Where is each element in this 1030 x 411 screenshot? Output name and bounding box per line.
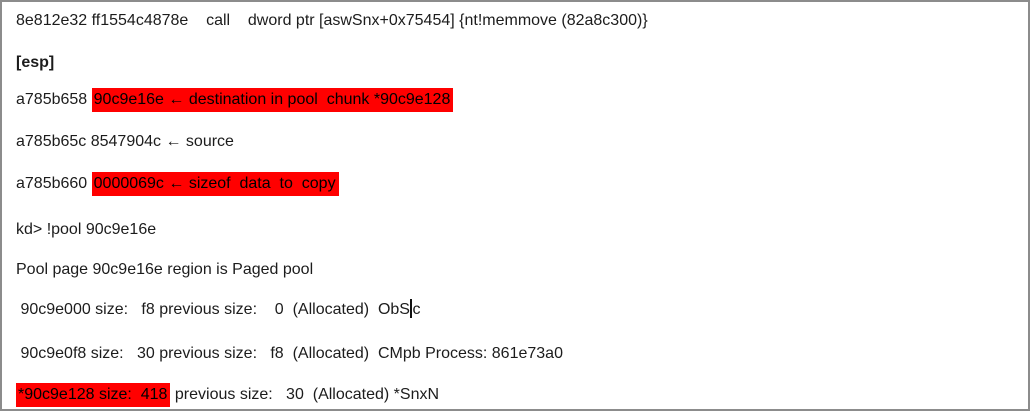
- output-line: *90c9e128 size: 418 previous size: 30 (A…: [16, 383, 1024, 407]
- output-line: kd> !pool 90c9e16e: [16, 219, 1024, 241]
- highlighted-text: 90c9e16e ← destination in pool chunk *90…: [91, 88, 454, 112]
- output-text: a785b658: [16, 91, 92, 108]
- highlighted-text: *90c9e128 size: 418: [16, 383, 171, 407]
- output-line: a785b658 90c9e16e ← destination in pool …: [16, 88, 1024, 112]
- output-line: 8e812e32 ff1554c4878e call dword ptr [as…: [16, 10, 1024, 32]
- output-text: 90c9e000 size: f8 previous size: 0 (Allo…: [16, 301, 410, 318]
- output-line: a785b65c 8547904c ← source: [16, 131, 1024, 153]
- highlighted-text: 0000069c ← sizeof data to copy: [91, 172, 339, 196]
- output-text: 90c9e0f8 size: 30 previous size: f8 (All…: [16, 345, 563, 362]
- output-text: a785b660: [16, 175, 92, 192]
- output-line: Pool page 90c9e16e region is Paged pool: [16, 259, 1024, 281]
- output-text: Pool page 90c9e16e region is Paged pool: [16, 261, 314, 278]
- output-text: c: [412, 301, 421, 318]
- output-text: kd> !pool 90c9e16e: [16, 221, 157, 238]
- output-line: 90c9e0f8 size: 30 previous size: f8 (All…: [16, 343, 1024, 365]
- text-caret: [410, 299, 412, 318]
- output-text: [esp]: [16, 54, 55, 71]
- output-line: a785b660 0000069c ← sizeof data to copy: [16, 172, 1024, 196]
- output-text: 8e812e32 ff1554c4878e call dword ptr [as…: [16, 12, 648, 29]
- output-line: [esp]: [16, 52, 1024, 74]
- output-text: a785b65c 8547904c ← source: [16, 133, 234, 150]
- output-line: 90c9e000 size: f8 previous size: 0 (Allo…: [16, 299, 1024, 321]
- output-text: previous size: 30 (Allocated) *SnxN: [170, 386, 440, 403]
